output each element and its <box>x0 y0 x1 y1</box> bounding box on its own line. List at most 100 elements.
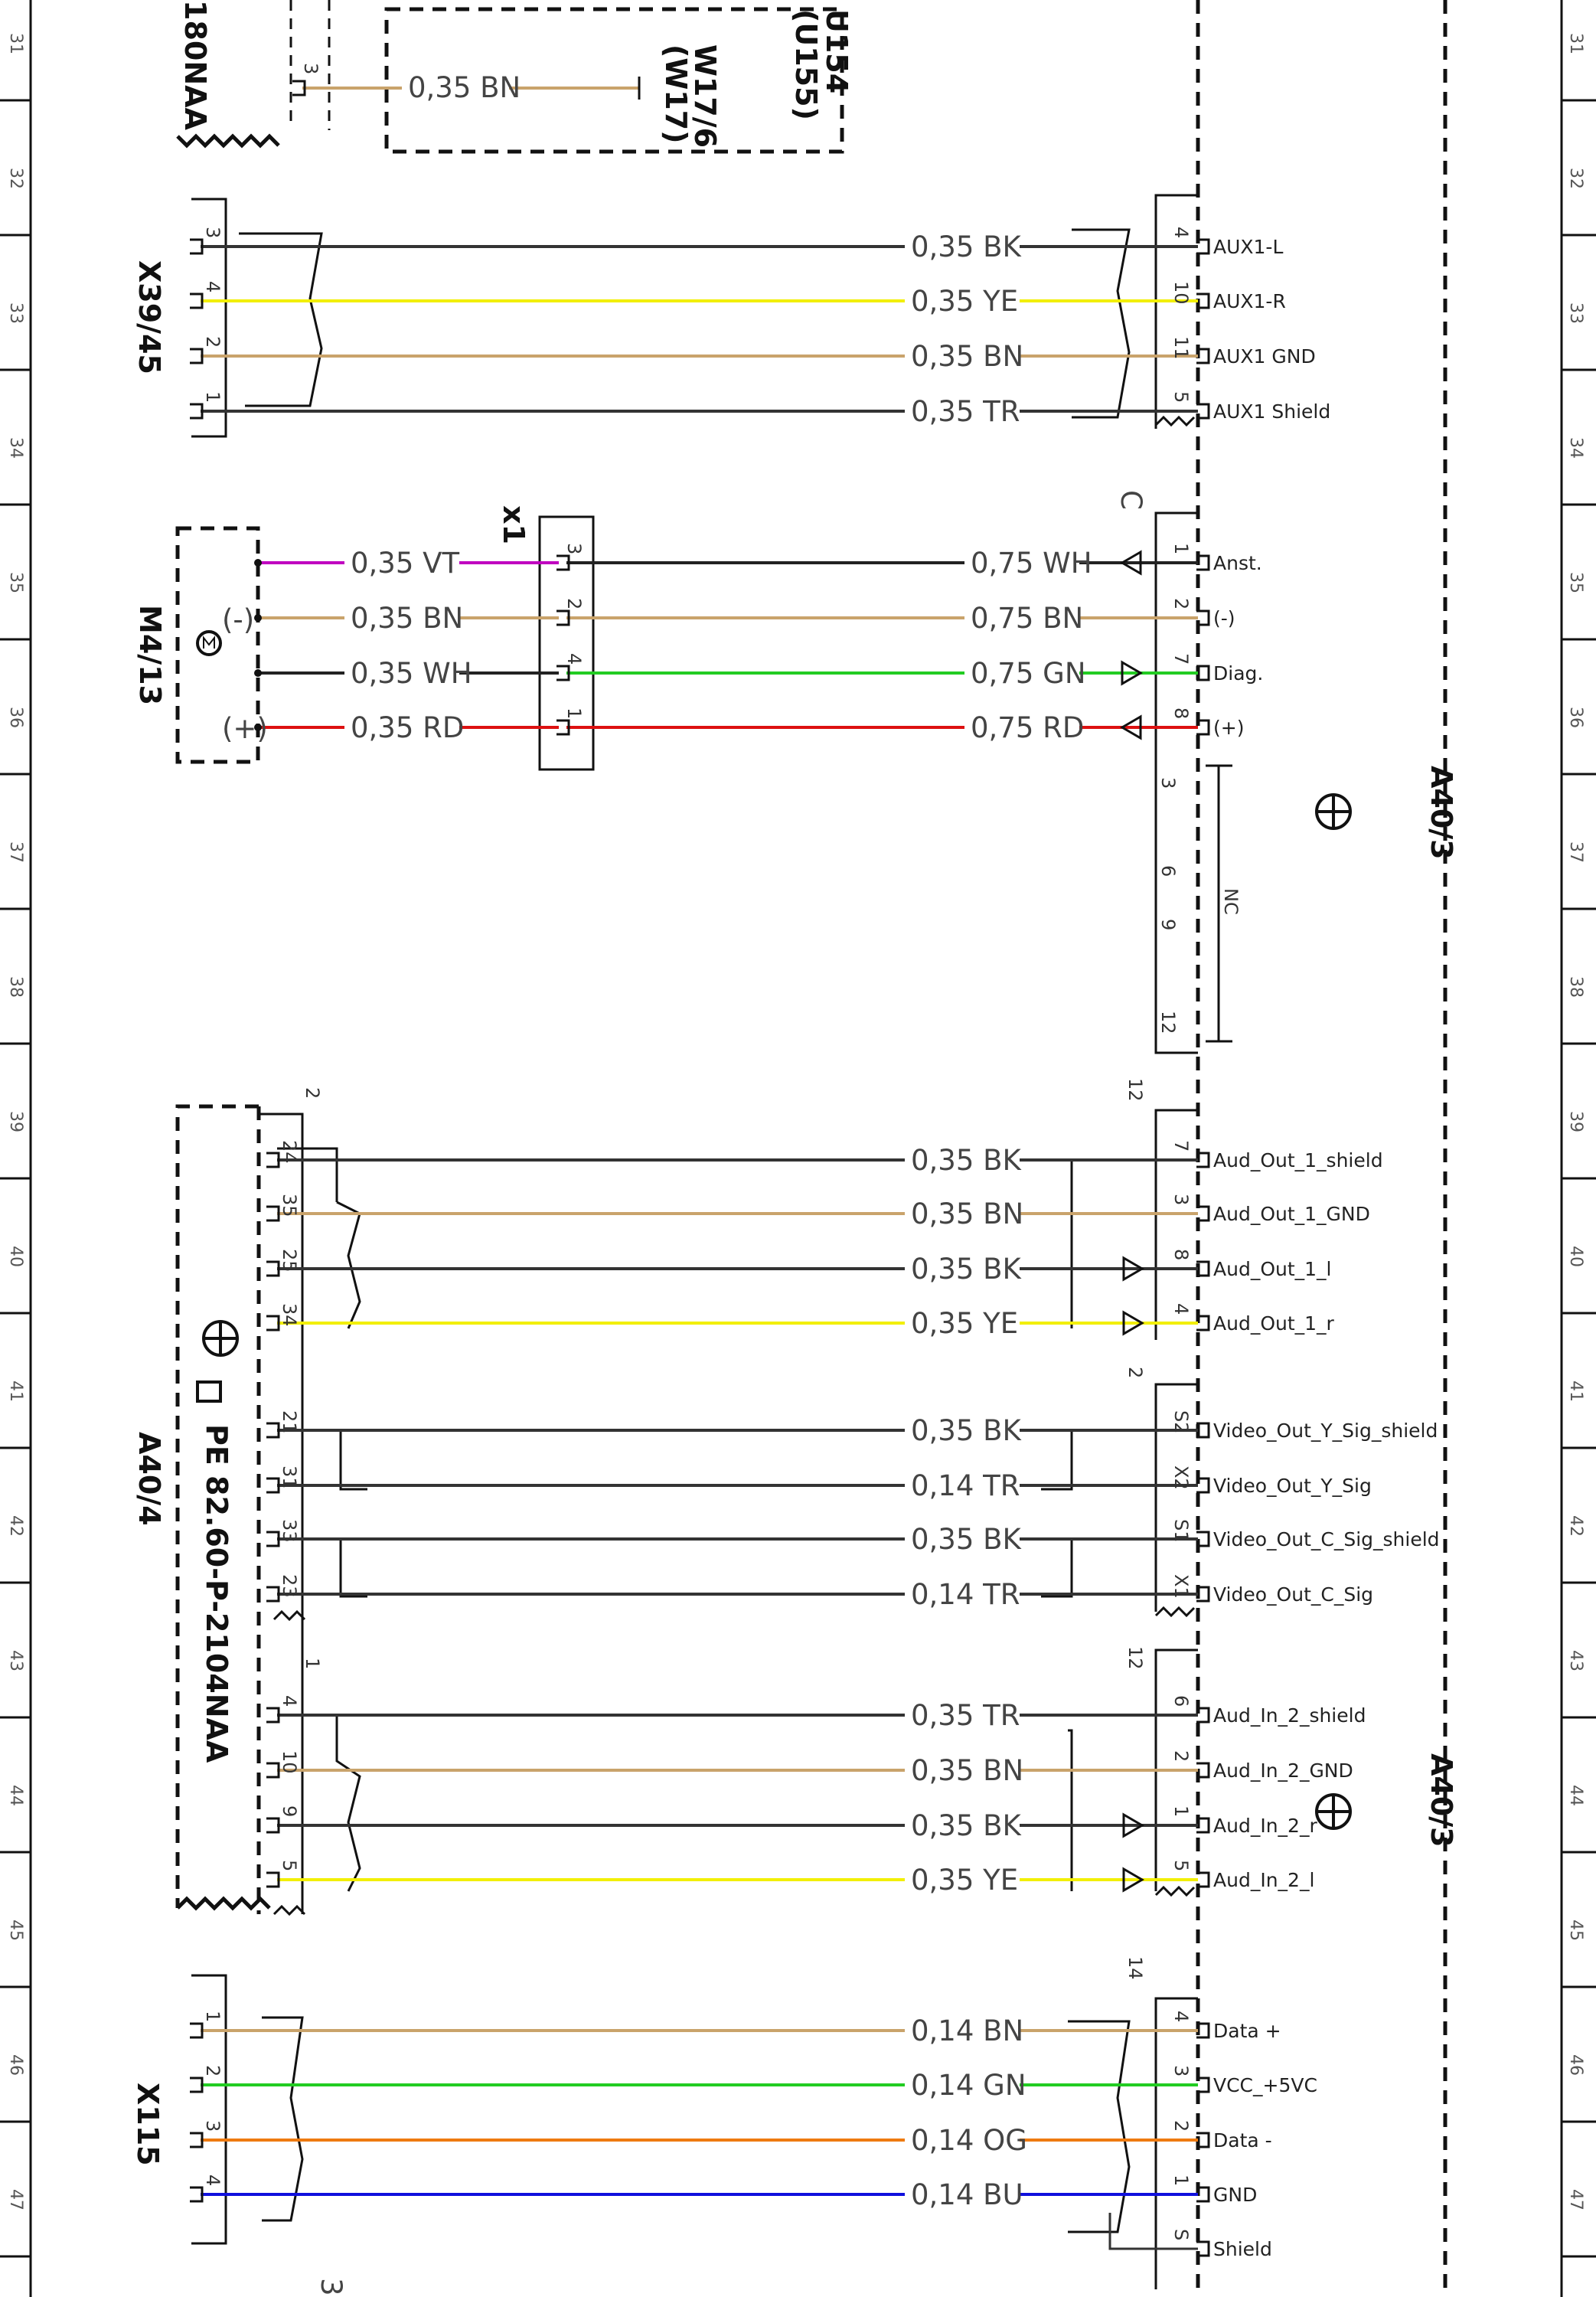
wire-row: 3 2 0,14 OG Data - <box>190 2120 1272 2157</box>
zone-number-right: 40 <box>1566 1246 1585 1267</box>
terminal-dot <box>254 559 262 567</box>
pin-terminal <box>266 1152 280 1168</box>
label-connector-c: C <box>1115 490 1147 510</box>
label-conn-num-12a: 12 <box>1124 1078 1146 1102</box>
left-pin-number: 2 <box>202 336 224 348</box>
signal-arrow <box>1121 660 1143 686</box>
label-m4-13: M4/13 <box>133 605 167 705</box>
zone-number-right: 41 <box>1566 1380 1585 1402</box>
left-pin-number: 4 <box>202 2174 224 2186</box>
transistor-icon-a40-3 <box>1315 793 1352 830</box>
wire-label-bg <box>344 601 459 635</box>
left-pin-number: 34 <box>279 1303 300 1327</box>
wire-label-bg <box>905 339 1020 373</box>
left-pin-number: 1 <box>202 2011 224 2022</box>
wire-label-bg <box>905 1753 1020 1787</box>
label-conn-num-1: 1 <box>302 1658 323 1669</box>
pin-terminal <box>1196 1422 1210 1439</box>
wire-label-bg <box>905 2068 1020 2102</box>
pin-terminal <box>556 609 570 626</box>
label-pe-reference: PE 82.60-P-2104NAA <box>200 1424 233 1763</box>
right-pin-number: 1 <box>1170 543 1192 554</box>
transistor-icon-aud-in <box>1315 1793 1352 1830</box>
signal-name: AUX1 GND <box>1213 345 1316 368</box>
wire-label-bg <box>905 2178 1020 2211</box>
signal-name: Aud_Out_1_shield <box>1213 1149 1383 1171</box>
left-pin-number: 3 <box>202 2120 224 2132</box>
wire-label-left: 0,35 VT <box>351 547 459 580</box>
wire-label: 0,35 BK <box>911 1414 1023 1447</box>
wire-label-bg <box>905 2123 1020 2157</box>
right-pin-number: 4 <box>1170 227 1192 238</box>
symbols <box>196 630 1352 1830</box>
right-pin-number: 2 <box>1170 2120 1192 2132</box>
left-pin-number: 9 <box>279 1805 300 1817</box>
wire-label: 0,35 YE <box>911 1864 1018 1897</box>
pin-terminal <box>266 1707 280 1724</box>
right-pin-number: 5 <box>1170 391 1192 403</box>
pin-terminal <box>266 1315 280 1331</box>
wire-label-bg <box>905 394 1020 428</box>
zone-number-left: 42 <box>6 1515 25 1537</box>
label-bottom-3: 3 <box>315 2278 348 2296</box>
wire-label-left: 0,35 WH <box>351 657 472 690</box>
zone-number-left: 39 <box>6 1111 25 1132</box>
pin-terminal <box>1196 1205 1210 1222</box>
pin-terminal <box>1196 1817 1210 1834</box>
wire-label: 0,14 OG <box>911 2124 1027 2157</box>
signal-name: AUX1 Shield <box>1213 400 1330 423</box>
wire-label-bg <box>964 546 1079 580</box>
wire-label-bg <box>905 284 1020 318</box>
label-nc: NC <box>1220 888 1242 915</box>
wire-label-bg <box>905 230 1020 263</box>
zone-number-left: 43 <box>6 1650 25 1671</box>
pin-terminal <box>1196 665 1210 681</box>
signal-name: Aud_In_2_shield <box>1213 1704 1366 1727</box>
signal-name: Data - <box>1213 2129 1272 2152</box>
zone-number-right: 35 <box>1566 572 1585 593</box>
label-m4-minus: (-) <box>222 603 254 636</box>
frame-lines <box>175 0 1447 2297</box>
pin-terminal <box>1196 403 1210 420</box>
wire-label-bg <box>905 1698 1020 1732</box>
left-pin-number: 3 <box>202 227 224 238</box>
pin-terminal <box>1196 1260 1210 1277</box>
zone-number-left: 33 <box>6 302 25 324</box>
label-a40-4: A40/4 <box>132 1432 166 1526</box>
right-pin-number: X1 <box>1170 1574 1192 1599</box>
signal-arrow <box>1122 1867 1144 1893</box>
zone-number-left: 44 <box>6 1785 25 1806</box>
pin-terminal <box>266 1422 280 1439</box>
pin-terminal <box>1196 1531 1210 1547</box>
label-conn-num-2: 2 <box>302 1087 323 1099</box>
right-pin-number: 2 <box>1170 1750 1192 1762</box>
zone-number-right: 43 <box>1566 1650 1585 1671</box>
zone-number-left: 32 <box>6 168 25 189</box>
right-pin-number: S <box>1170 2229 1192 2240</box>
signal-name: Aud_Out_1_GND <box>1213 1203 1370 1225</box>
signal-arrow <box>1120 714 1142 740</box>
label-conn-num-2b: 2 <box>1124 1367 1146 1378</box>
wire-label-bg <box>905 2014 1020 2047</box>
wire-label-right: 0,75 GN <box>971 657 1086 690</box>
pin-terminal <box>1196 719 1210 736</box>
pin-terminal <box>266 1762 280 1779</box>
wire-label: 0,35 TR <box>911 1699 1020 1732</box>
pin-terminal <box>1196 1315 1210 1331</box>
right-pin-number: 8 <box>1170 707 1192 719</box>
pin-terminal <box>1196 609 1210 626</box>
wire-label-bg <box>905 1143 1020 1177</box>
x1-pin-number: 1 <box>563 707 585 719</box>
